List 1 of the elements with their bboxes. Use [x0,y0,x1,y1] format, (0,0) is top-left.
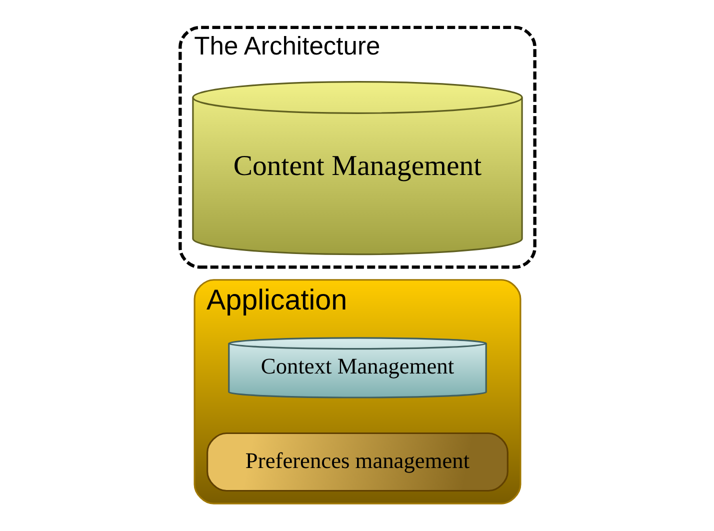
node-box: Preferences management [206,432,508,492]
